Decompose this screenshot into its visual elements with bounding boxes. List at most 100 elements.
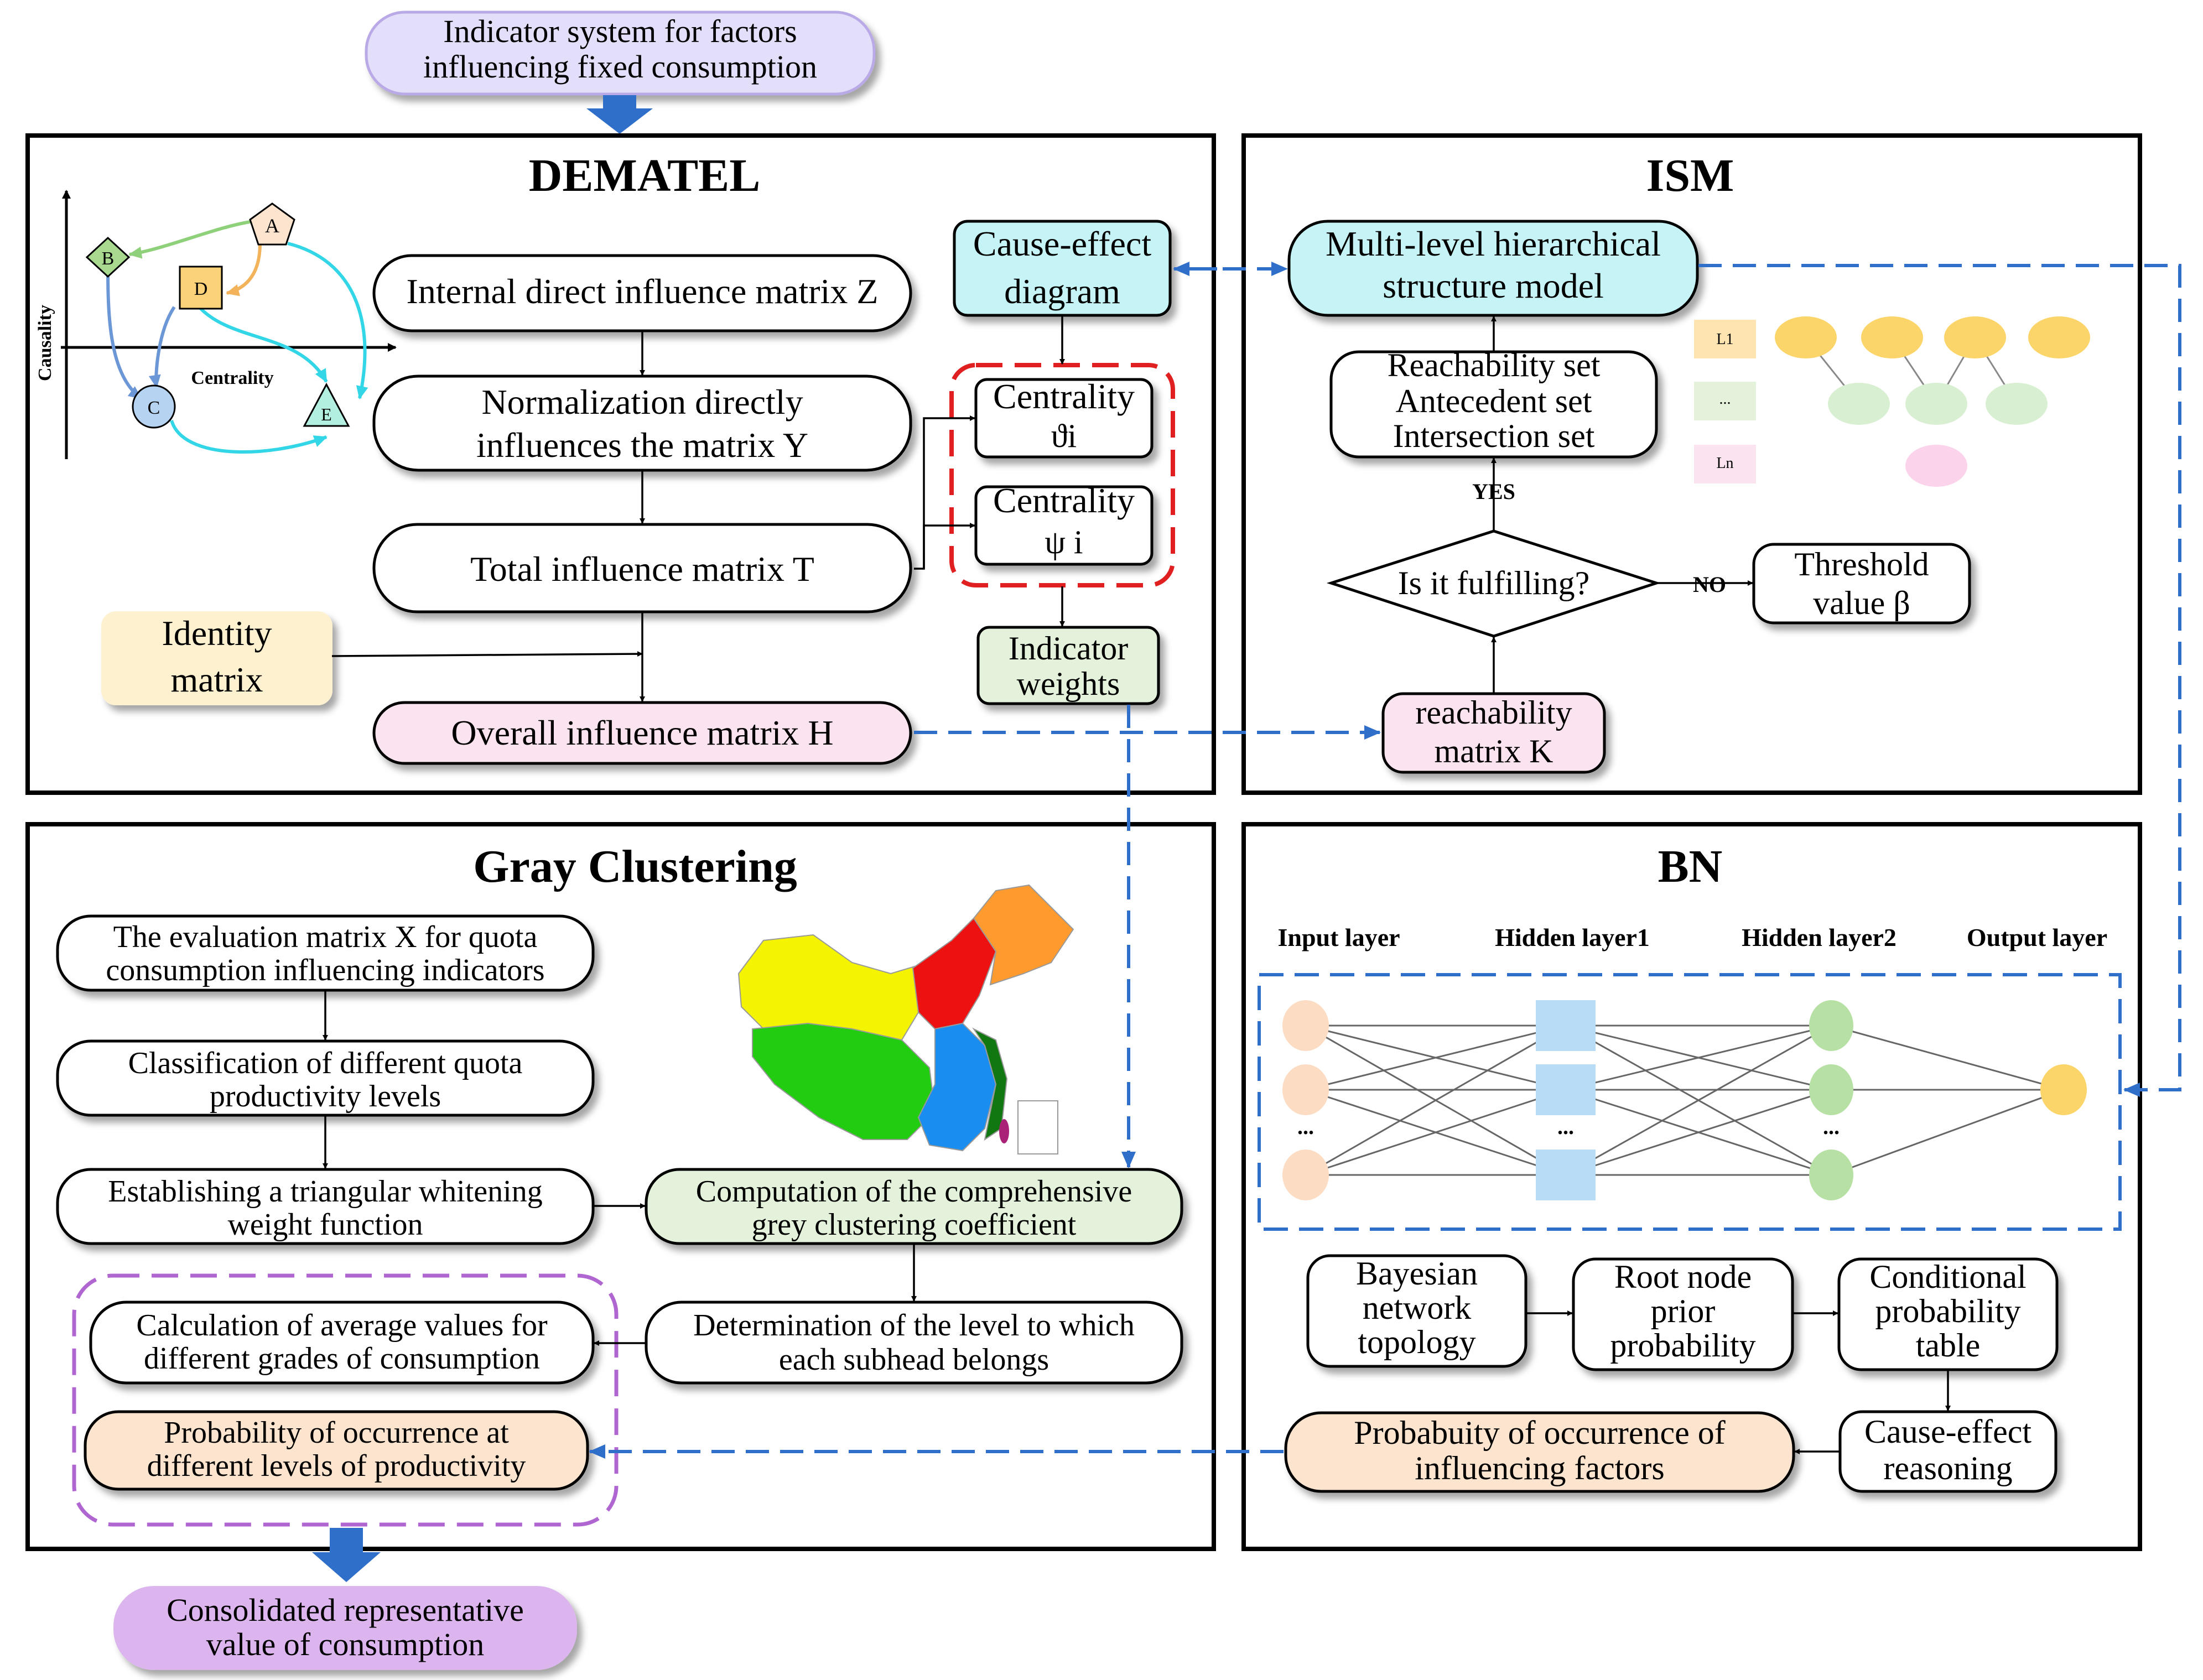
region-map-graphic [737, 884, 1074, 1154]
level-determination-box: Determination of the level to which each… [645, 1301, 1183, 1385]
classification-line1: Classification of different quota [128, 1046, 523, 1080]
gray-panel [25, 822, 1216, 1551]
gray-title: Gray Clustering [473, 841, 797, 892]
hidden2-node [1809, 1000, 1853, 1051]
reasoning-line1: Cause-effect [1864, 1413, 2031, 1450]
weights-line2: weights [1017, 665, 1120, 702]
factors-line2: influencing factors [1415, 1450, 1665, 1486]
probability-table-box: Conditional probability table [1837, 1257, 2059, 1371]
triangular-line2: weight function [227, 1208, 423, 1242]
gray-connectors [323, 991, 917, 1346]
classification-box: Classification of different quota produc… [56, 1039, 595, 1117]
triangular-line1: Establishing a triangular whitening [108, 1174, 542, 1209]
dematel-connectors [331, 316, 1065, 702]
centrality-psi-line2: ψ i [1045, 524, 1083, 560]
threshold-box: Threshold value β [1752, 543, 1971, 625]
topology-line1: Bayesian [1356, 1255, 1478, 1292]
legend-l1: L1 [1716, 331, 1733, 348]
centrality-group-frame [949, 363, 1175, 587]
top-input-line1: Indicator system for factors [443, 13, 797, 49]
bottom-output-line1: Consolidated representative [167, 1592, 524, 1628]
input-node [1282, 1000, 1329, 1051]
coefficient-line1: Computation of the comprehensive [696, 1174, 1132, 1209]
bottom-output-line2: value of consumption [206, 1626, 485, 1662]
weights-line1: Indicator [1009, 630, 1129, 667]
threshold-line1: Threshold [1794, 546, 1929, 582]
reasoning-box: Cause-effect reasoning [1838, 1410, 2057, 1493]
node-e-label: E [321, 404, 332, 424]
node-d-icon [179, 266, 223, 310]
prior-line1: Root node [1614, 1258, 1752, 1295]
centrality-psi-box: Centrality ψ i [974, 481, 1154, 566]
bottom-down-arrow [312, 1528, 381, 1582]
threshold-line2: value β [1813, 585, 1910, 621]
identity-matrix-box: Identity matrix [101, 611, 332, 705]
average-values-box: Calculation of average values for differ… [89, 1301, 595, 1385]
node-c-label: C [148, 398, 160, 418]
result-group-frame [72, 1273, 619, 1527]
top-input-box: Indicator system for factors influencing… [365, 11, 876, 96]
topology-line3: topology [1358, 1324, 1475, 1360]
identity-line1: Identity [162, 613, 272, 653]
centrality-theta-line2: ϑi [1051, 418, 1077, 454]
axis-causality-label: Causality [35, 305, 55, 381]
determination-line1: Determination of the level to which [693, 1308, 1135, 1343]
axis-centrality-label: Centrality [191, 368, 273, 388]
prior-line2: prior [1651, 1293, 1716, 1329]
centrality-theta-line1: Centrality [993, 377, 1135, 416]
network-graph: ... ... ... [1282, 1000, 2087, 1200]
node-b-icon [85, 236, 131, 278]
reasoning-line2: reasoning [1883, 1450, 2012, 1486]
input-ellipsis: ... [1297, 1114, 1314, 1139]
productivity-probability-box: Probability of occurrence at different l… [84, 1410, 589, 1491]
evaluation-matrix-box: The evaluation matrix X for quota consum… [56, 914, 595, 992]
centrality-psi-line1: Centrality [993, 481, 1135, 520]
top-down-arrow [586, 95, 653, 134]
overall-matrix-box: Overall influence matrix H [372, 701, 912, 765]
indicator-weights-box: Indicator weights [976, 626, 1160, 705]
clustering-coefficient-box: Computation of the comprehensive grey cl… [645, 1168, 1183, 1245]
direct-matrix-label: Internal direct influence matrix Z [407, 272, 879, 311]
direct-matrix-box: Internal direct influence matrix Z [372, 254, 912, 332]
reachability-line1: reachability [1415, 694, 1572, 731]
cpt-line1: Conditional [1869, 1258, 2026, 1295]
root-prior-box: Root node prior probability [1572, 1257, 1794, 1371]
legend-ln: Ln [1716, 455, 1733, 472]
ism-connectors [1491, 316, 1753, 693]
hidden1-node [1536, 1064, 1596, 1115]
normalized-line2: influences the matrix Y [476, 425, 808, 465]
hidden-layer1-label: Hidden layer1 [1495, 923, 1650, 951]
output-node [2040, 1064, 2087, 1115]
cause-effect-box: Cause-effect diagram [953, 220, 1172, 317]
node-a-label: A [265, 215, 279, 237]
factor-probability-box: Probabuity of occurrence of influencing … [1284, 1411, 1795, 1493]
average-line2: different grades of consumption [144, 1341, 540, 1376]
bn-connectors [1527, 1310, 1951, 1454]
centrality-theta-box: Centrality ϑi [974, 377, 1154, 459]
decision-label: Is it fulfilling? [1398, 565, 1590, 601]
hidden1-node [1536, 1150, 1596, 1200]
sets-line3: Intersection set [1393, 418, 1595, 454]
bn-title: BN [1658, 841, 1723, 892]
input-node [1282, 1064, 1329, 1115]
cause-effect-line2: diagram [1004, 272, 1120, 311]
legend-dots: ... [1719, 391, 1731, 408]
network-frame [1258, 973, 2122, 1231]
evaluation-line2: consumption influencing indicators [106, 953, 544, 987]
classification-line2: productivity levels [210, 1079, 441, 1114]
dematel-title: DEMATEL [529, 150, 760, 201]
prior-line3: probability [1610, 1327, 1755, 1364]
output-layer-label: Output layer [1967, 923, 2107, 951]
identity-line2: matrix [170, 660, 263, 699]
determination-line2: each subhead belongs [779, 1343, 1049, 1377]
bottom-output-box: Consolidated representative value of con… [113, 1586, 577, 1670]
multilevel-model-box: Multi-level hierarchical structure model [1287, 220, 1699, 317]
decision-diamond: Is it fulfilling? [1326, 529, 1661, 638]
probability-line2: different levels of productivity [147, 1449, 526, 1483]
overall-matrix-label: Overall influence matrix H [451, 713, 833, 752]
ism-hierarchy-graphic: L1 ... Ln [1694, 316, 2090, 487]
cpt-line3: table [1916, 1327, 1981, 1364]
ism-panel [1241, 133, 2142, 795]
reachability-matrix-box: reachability matrix K [1381, 692, 1606, 774]
